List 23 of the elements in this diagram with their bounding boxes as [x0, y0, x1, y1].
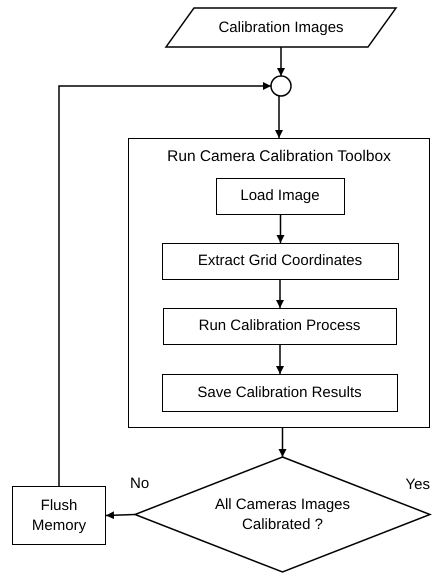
node-label: All Cameras Images Calibrated ? — [214, 495, 352, 534]
group-box — [128, 138, 430, 428]
edge-label: No — [129, 474, 150, 492]
arrow — [106, 511, 136, 520]
arrow — [276, 280, 284, 308]
node-label: Extract Grid Coordinates — [198, 251, 362, 271]
arrow — [276, 345, 284, 374]
arrow — [58, 82, 271, 486]
arrow — [278, 428, 286, 457]
node-label: Calibration Images — [218, 18, 344, 38]
node-label: Load Image — [240, 186, 320, 206]
arrow — [275, 96, 283, 138]
process-box — [12, 486, 106, 545]
process-box — [216, 178, 344, 214]
process-box — [162, 308, 396, 344]
arrow — [276, 215, 284, 243]
process-box — [162, 374, 398, 412]
node-label: Run Camera Calibration Toolbox — [167, 147, 391, 167]
arrow — [277, 47, 285, 76]
node-label: Save Calibration Results — [197, 382, 362, 402]
process-box — [162, 242, 398, 280]
node-label: Flush Memory — [30, 496, 88, 535]
node-label: Run Calibration Process — [198, 316, 360, 336]
